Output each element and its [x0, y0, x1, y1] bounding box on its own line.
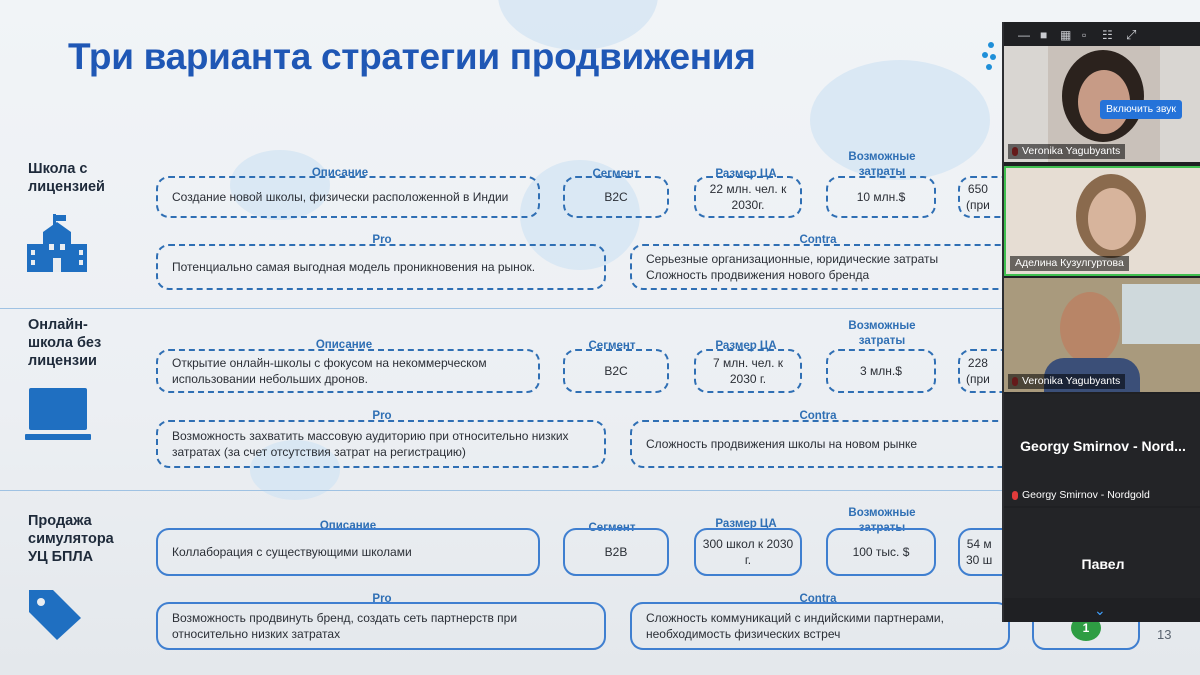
- panel-toolbar: — ■ ▦ ▫ ☷ ⤢: [1004, 22, 1200, 48]
- grid-icon[interactable]: ☷: [1102, 28, 1113, 42]
- pro-text: Потенциально самая выгодная модель прони…: [172, 260, 536, 274]
- header-pro: Pro: [372, 410, 392, 422]
- pro-box: Возможность продвинуть бренд, создать се…: [156, 602, 606, 650]
- video-background-board: [1122, 284, 1200, 344]
- participant-video-face: [1088, 188, 1136, 250]
- pro-text: Возможность захватить массовую аудиторию…: [172, 429, 569, 459]
- contra-box: Сложность коммуникаций с индийскими парт…: [630, 602, 1010, 650]
- decor-blob: [810, 60, 990, 180]
- dots-logo-icon: [982, 42, 1000, 72]
- decor-blob: [520, 160, 640, 270]
- header-size: Размер ЦА: [715, 518, 777, 530]
- layout-icon[interactable]: ■: [1040, 28, 1048, 42]
- row-label-simulator: Продажа симулятора УЦ БПЛА: [28, 513, 114, 565]
- size-value: 300 школ к 2030 г.: [702, 537, 794, 567]
- row-divider: [0, 308, 1010, 309]
- speaker-view-icon[interactable]: ▫: [1082, 28, 1087, 42]
- row-label-school-license: Школа с лицензией: [28, 161, 105, 195]
- description-box: Коллаборация с существующими школами: [156, 528, 540, 576]
- participant-display-name: Павел: [1081, 556, 1125, 572]
- contra-box: Серьезные организационные, юридические з…: [630, 244, 1016, 290]
- participant-tile[interactable]: Включить звук Veronika Yagubyants: [1004, 46, 1200, 162]
- participant-tile[interactable]: Georgy Smirnov - Nord... Georgy Smirnov …: [1004, 394, 1200, 506]
- costs-box: 3 млн.$: [826, 349, 936, 393]
- header-costs: Возможные затраты: [848, 320, 916, 347]
- size-value: 22 млн. чел. к 2030г.: [709, 182, 787, 212]
- contra-text: Сложность продвижения школы на новом рын…: [646, 437, 918, 451]
- header-contra: Contra: [799, 410, 837, 422]
- participant-name: Veronika Yagubyants: [1008, 374, 1126, 389]
- size-box: 7 млн. чел. к 2030 г.: [694, 349, 802, 393]
- video-participants-panel: — ■ ▦ ▫ ☷ ⤢ Включить звук Veronika Yagub…: [1002, 22, 1200, 622]
- chevron-down-icon[interactable]: ⌄: [1094, 602, 1106, 618]
- participant-tile[interactable]: Павел: [1004, 508, 1200, 598]
- header-description: Описание: [315, 339, 373, 351]
- contra-text: Сложность коммуникаций с индийскими парт…: [646, 611, 944, 641]
- gallery-icon[interactable]: ▦: [1060, 28, 1072, 42]
- costs-value: 100 тыс. $: [852, 545, 910, 559]
- costs-value: 10 млн.$: [856, 190, 906, 204]
- decor-blob: [230, 150, 330, 220]
- extra-value: 54 м 30 ш: [966, 537, 993, 567]
- laptop-icon: [25, 388, 91, 440]
- segment-box: B2B: [563, 528, 669, 576]
- participant-name: Georgy Smirnov - Nordgold: [1022, 489, 1150, 501]
- extra-value: 650 (при: [966, 182, 990, 212]
- muted-mic-icon: [1012, 491, 1018, 500]
- participant-tile[interactable]: Veronika Yagubyants: [1004, 278, 1200, 392]
- minimize-icon[interactable]: —: [1018, 28, 1030, 42]
- header-contra: Contra: [799, 234, 837, 246]
- row-divider: [0, 490, 1010, 491]
- unmute-button[interactable]: Включить звук: [1100, 100, 1183, 119]
- pro-box: Потенциально самая выгодная модель прони…: [156, 244, 606, 290]
- costs-box: 10 млн.$: [826, 176, 936, 218]
- expand-icon[interactable]: ⤢: [1126, 27, 1137, 42]
- participant-tile-active[interactable]: Аделина Кузулгуртова: [1004, 166, 1200, 276]
- description-text: Открытие онлайн-школы с фокусом на неком…: [172, 356, 487, 386]
- participant-name: Аделина Кузулгуртова: [1010, 256, 1129, 271]
- description-box: Создание новой школы, физически располож…: [156, 176, 540, 218]
- header-pro: Pro: [372, 234, 392, 246]
- participant-name: Veronika Yagubyants: [1008, 144, 1126, 159]
- contra-text: Серьезные организационные, юридические з…: [646, 252, 939, 282]
- costs-value: 3 млн.$: [860, 364, 902, 378]
- slide-title: Три варианта стратегии продвижения: [68, 36, 756, 77]
- segment-box: B2C: [563, 176, 669, 218]
- school-building-icon: [27, 214, 87, 272]
- participant-display-name: Georgy Smirnov - Nord...: [1020, 438, 1186, 454]
- size-box: 300 школ к 2030 г.: [694, 528, 802, 576]
- page-number: 13: [1157, 627, 1172, 642]
- price-tag-icon: [29, 590, 81, 640]
- size-value: 7 млн. чел. к 2030 г.: [712, 356, 783, 386]
- description-text: Коллаборация с существующими школами: [172, 545, 412, 559]
- row-label-online-school: Онлайн- школа без лицензии: [28, 317, 102, 369]
- segment-value: B2C: [604, 190, 628, 204]
- extra-value: 228 (при: [966, 356, 990, 386]
- size-box: 22 млн. чел. к 2030г.: [694, 176, 802, 218]
- segment-value: B2B: [604, 545, 628, 559]
- contra-box: Сложность продвижения школы на новом рын…: [630, 420, 1016, 468]
- header-costs: Возможные затраты: [848, 151, 916, 178]
- segment-value: B2C: [604, 364, 628, 378]
- description-box: Открытие онлайн-школы с фокусом на неком…: [156, 349, 540, 393]
- participant-video-face: [1060, 292, 1120, 364]
- description-text: Создание новой школы, физически располож…: [172, 190, 509, 204]
- costs-box: 100 тыс. $: [826, 528, 936, 576]
- pro-box: Возможность захватить массовую аудиторию…: [156, 420, 606, 468]
- segment-box: B2C: [563, 349, 669, 393]
- pro-text: Возможность продвинуть бренд, создать се…: [172, 611, 518, 641]
